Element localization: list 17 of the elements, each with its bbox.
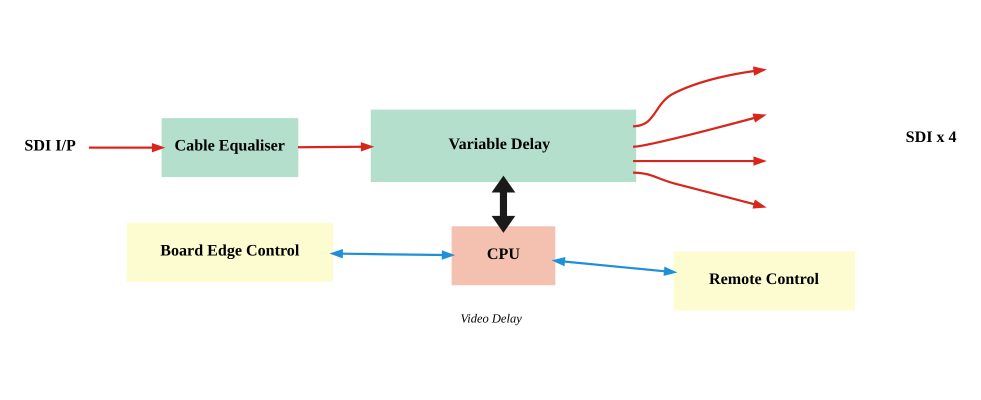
arrow (298, 142, 374, 152)
node-box: Variable Delay (370, 110, 636, 182)
node-box: Cable Equaliser (162, 118, 298, 178)
arrow (633, 156, 767, 166)
arrow (632, 114, 767, 148)
node-box: Remote Control (674, 251, 856, 310)
caption: Video Delay (460, 312, 522, 326)
arrow (492, 176, 516, 233)
arrow (633, 172, 767, 209)
arrow (552, 256, 678, 276)
arrow (88, 142, 166, 152)
node-box: CPU (452, 226, 556, 286)
node-text: SDI I/P (24, 138, 76, 155)
arrow (632, 66, 767, 128)
label: SDI x 4 (906, 128, 957, 146)
arrow (329, 249, 456, 260)
node-box: Board Edge Control (126, 222, 334, 282)
